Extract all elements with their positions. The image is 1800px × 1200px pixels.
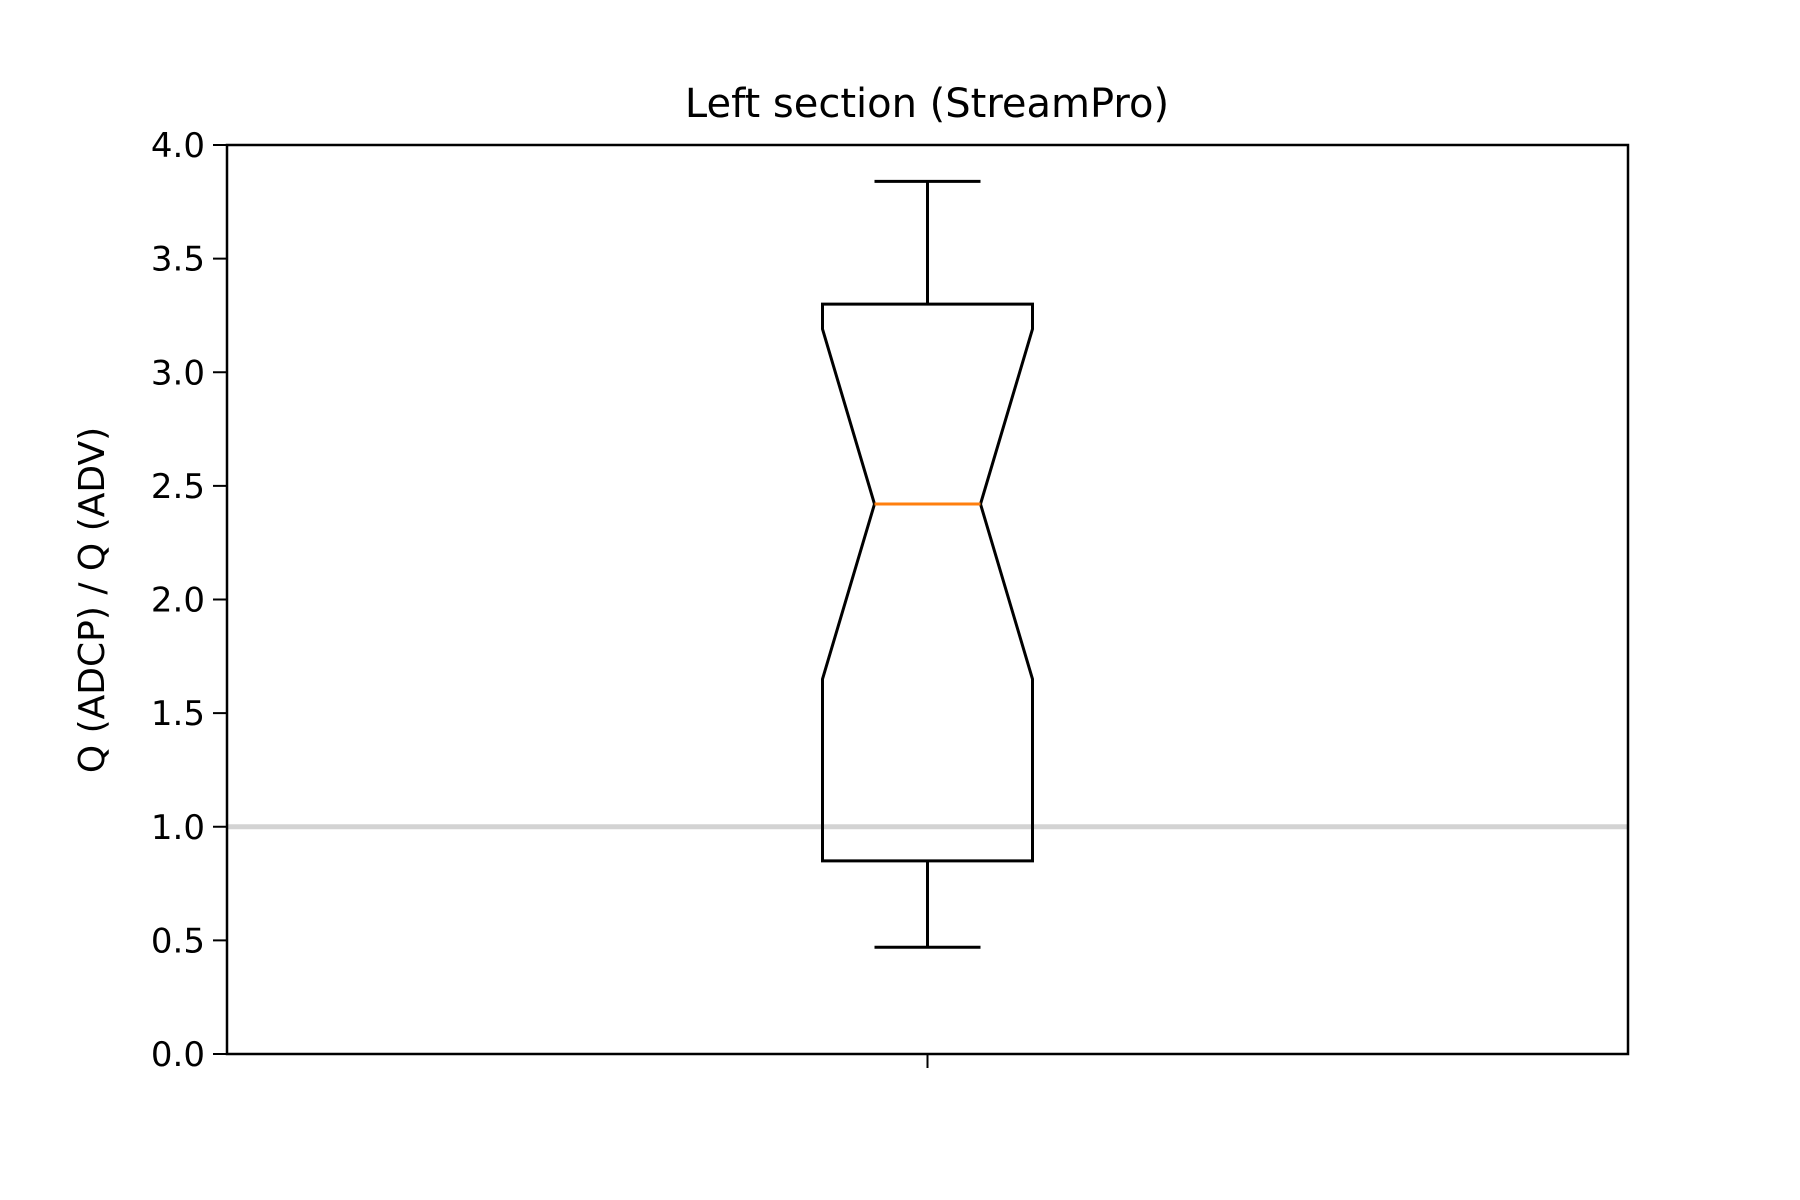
y-axis-label: Q (ADCP) / Q (ADV) <box>72 427 113 773</box>
y-tick-label: 1.5 <box>151 694 205 734</box>
notched-box <box>821 302 1034 863</box>
y-tick-label: 3.0 <box>151 353 205 393</box>
plot-frame <box>225 143 1630 1056</box>
chart-title: Left section (StreamPro) <box>685 81 1169 127</box>
y-tick-label: 0.0 <box>151 1035 205 1075</box>
y-tick-label: 2.5 <box>151 467 205 507</box>
y-tick-label: 4.0 <box>151 126 205 166</box>
y-tick-label: 3.5 <box>151 240 205 280</box>
y-tick-label: 1.0 <box>151 808 205 848</box>
y-tick-label: 2.0 <box>151 581 205 621</box>
plot-area: 0.0 0.5 1.0 1.5 2.0 2.5 3.0 3.5 4.0 <box>151 126 1630 1075</box>
y-tick-label: 0.5 <box>151 921 205 961</box>
